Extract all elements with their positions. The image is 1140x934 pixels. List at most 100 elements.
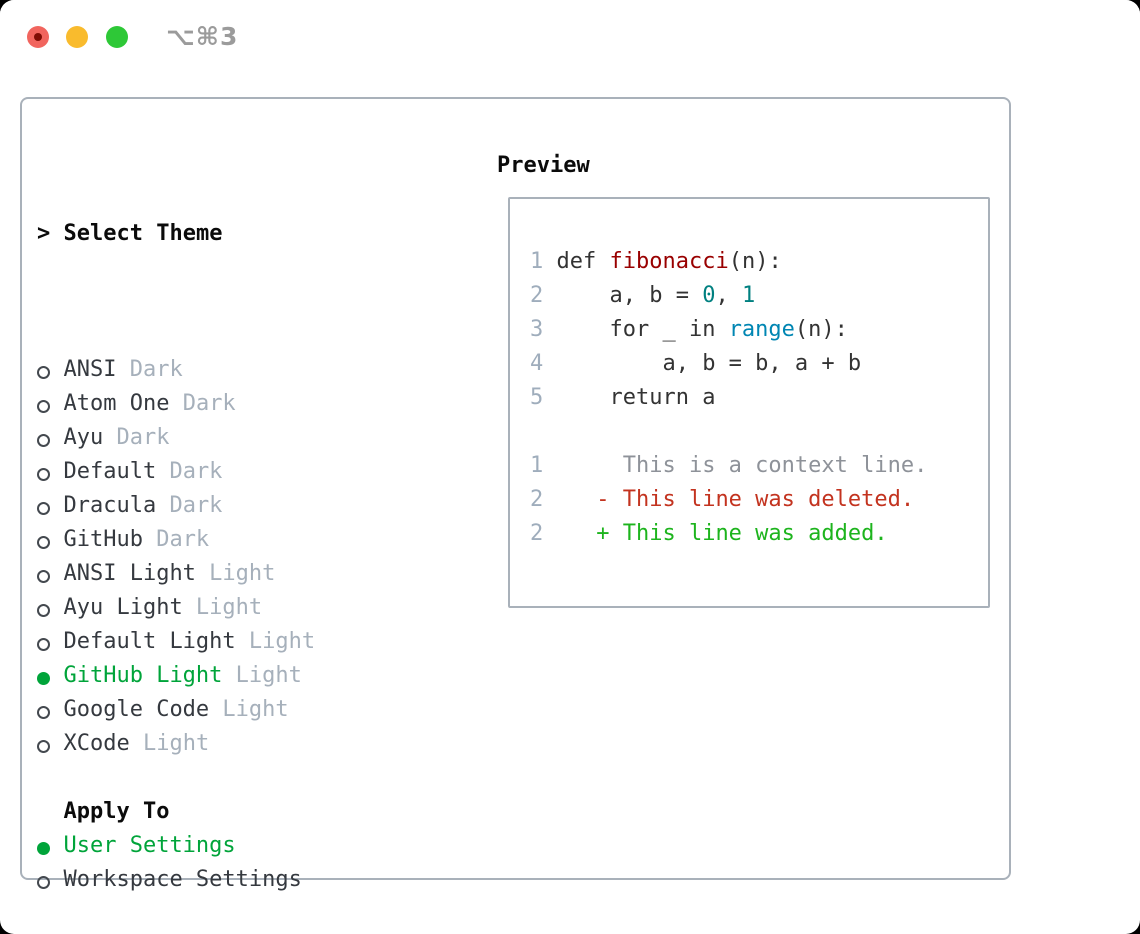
theme-name: Dracula xyxy=(50,493,157,518)
line-number: 5 xyxy=(530,385,544,410)
theme-option-ayu-light[interactable]: Ayu Light Light xyxy=(37,591,408,625)
theme-option-default-light[interactable]: Default Light Light xyxy=(37,625,408,659)
radio-unselected-icon xyxy=(37,598,51,620)
line-number: 1 xyxy=(530,453,544,478)
radio-unselected-icon xyxy=(37,530,51,552)
code-line: 3 for _ in range(n): xyxy=(530,313,982,347)
diff-line: 1 This is a context line. xyxy=(530,449,982,483)
code-token: range xyxy=(728,317,795,342)
code-token: 1 xyxy=(741,283,756,308)
line-number: 3 xyxy=(530,317,544,342)
apply-option-user-settings[interactable]: User Settings xyxy=(37,829,408,863)
titlebar: ⌥⌘3 xyxy=(0,0,1140,74)
code-token: This is a context line. xyxy=(556,453,928,478)
tab-shortcut-label: ⌥⌘3 xyxy=(166,22,239,51)
radio-unselected-icon xyxy=(37,360,51,382)
theme-name: Default xyxy=(50,459,157,484)
theme-variant: Light xyxy=(209,697,289,722)
theme-name: ANSI xyxy=(50,357,117,382)
apply-to-label: Apply To xyxy=(37,799,170,824)
theme-name: Google Code xyxy=(50,697,210,722)
prompt-icon: > xyxy=(37,221,51,246)
radio-unselected-icon xyxy=(37,428,51,450)
radio-selected-icon xyxy=(37,666,51,688)
theme-name: Default Light xyxy=(50,629,236,654)
theme-variant: Dark xyxy=(116,357,183,382)
theme-name: Atom One xyxy=(50,391,170,416)
theme-variant: Light xyxy=(195,561,276,586)
code-token: def xyxy=(556,249,610,274)
radio-unselected-icon xyxy=(37,734,51,756)
theme-variant: Light xyxy=(235,629,316,654)
line-number: 1 xyxy=(530,249,544,274)
code-token: 0 xyxy=(702,283,716,308)
radio-unselected-icon xyxy=(37,632,51,654)
zoom-button[interactable] xyxy=(106,26,128,48)
apply-option-label: User Settings xyxy=(50,833,236,858)
theme-variant: Light xyxy=(222,663,302,688)
theme-list-header: > Select Theme xyxy=(37,217,408,251)
theme-name: XCode xyxy=(50,731,130,756)
theme-name: GitHub xyxy=(50,527,143,552)
code-token: a, b = b, a + b xyxy=(556,351,862,376)
code-token: return a xyxy=(556,385,716,410)
radio-selected-icon xyxy=(37,836,51,858)
theme-option-github[interactable]: GitHub Dark xyxy=(37,523,408,557)
spacer xyxy=(37,761,408,795)
theme-list: > Select Theme ANSI Dark Atom One Dark A… xyxy=(37,149,408,934)
theme-variant: Dark xyxy=(156,493,223,518)
code-line: 5 return a xyxy=(530,381,982,415)
theme-name: GitHub Light xyxy=(50,663,223,688)
theme-option-google-code[interactable]: Google Code Light xyxy=(37,693,408,727)
theme-option-ansi[interactable]: ANSI Dark xyxy=(37,353,408,387)
apply-option-label: Workspace Settings xyxy=(50,867,302,892)
theme-option-atom-one[interactable]: Atom One Dark xyxy=(37,387,408,421)
line-number: 4 xyxy=(530,351,544,376)
theme-list-title: Select Theme xyxy=(63,221,223,246)
code-line: 4 a, b = b, a + b xyxy=(530,347,982,381)
line-number: 2 xyxy=(530,283,544,308)
code-line: 1 def fibonacci(n): xyxy=(530,245,982,279)
line-number: 2 xyxy=(530,521,544,546)
theme-variant: Dark xyxy=(103,425,170,450)
code-token: + This line was added. xyxy=(556,521,888,546)
code-token: - This line was deleted. xyxy=(556,487,915,512)
line-number: 2 xyxy=(530,487,544,512)
code-line: 2 a, b = 0, 1 xyxy=(530,279,982,313)
code-token: a, b = xyxy=(556,283,703,308)
radio-unselected-icon xyxy=(37,496,51,518)
diff-line: 2 - This line was deleted. xyxy=(530,483,982,517)
minimize-button[interactable] xyxy=(66,26,88,48)
theme-variant: Dark xyxy=(156,459,223,484)
code-token: (n): xyxy=(728,249,782,274)
theme-option-xcode[interactable]: XCode Light xyxy=(37,727,408,761)
radio-unselected-icon xyxy=(37,700,51,722)
theme-name: ANSI Light xyxy=(50,561,196,586)
radio-unselected-icon xyxy=(37,564,51,586)
theme-name: Ayu Light xyxy=(50,595,183,620)
theme-option-github-light[interactable]: GitHub Light Light xyxy=(37,659,408,693)
code-token: , xyxy=(715,283,742,308)
code-token: for _ in xyxy=(556,317,729,342)
theme-option-ansi-light[interactable]: ANSI Light Light xyxy=(37,557,408,591)
spacer xyxy=(37,897,408,931)
theme-variant: Dark xyxy=(169,391,236,416)
preview-title: Preview xyxy=(497,153,590,178)
theme-option-dracula[interactable]: Dracula Dark xyxy=(37,489,408,523)
theme-variant: Light xyxy=(129,731,210,756)
radio-unselected-icon xyxy=(37,394,51,416)
blank-line xyxy=(530,415,982,449)
close-button[interactable] xyxy=(27,26,49,48)
theme-option-ayu[interactable]: Ayu Dark xyxy=(37,421,408,455)
theme-option-default[interactable]: Default Dark xyxy=(37,455,408,489)
theme-name: Ayu xyxy=(50,425,104,450)
apply-option-workspace-settings[interactable]: Workspace Settings xyxy=(37,863,408,897)
radio-unselected-icon xyxy=(37,462,51,484)
theme-variant: Dark xyxy=(142,527,210,552)
code-token: (n): xyxy=(794,317,848,342)
theme-variant: Light xyxy=(182,595,263,620)
radio-unselected-icon xyxy=(37,870,51,892)
